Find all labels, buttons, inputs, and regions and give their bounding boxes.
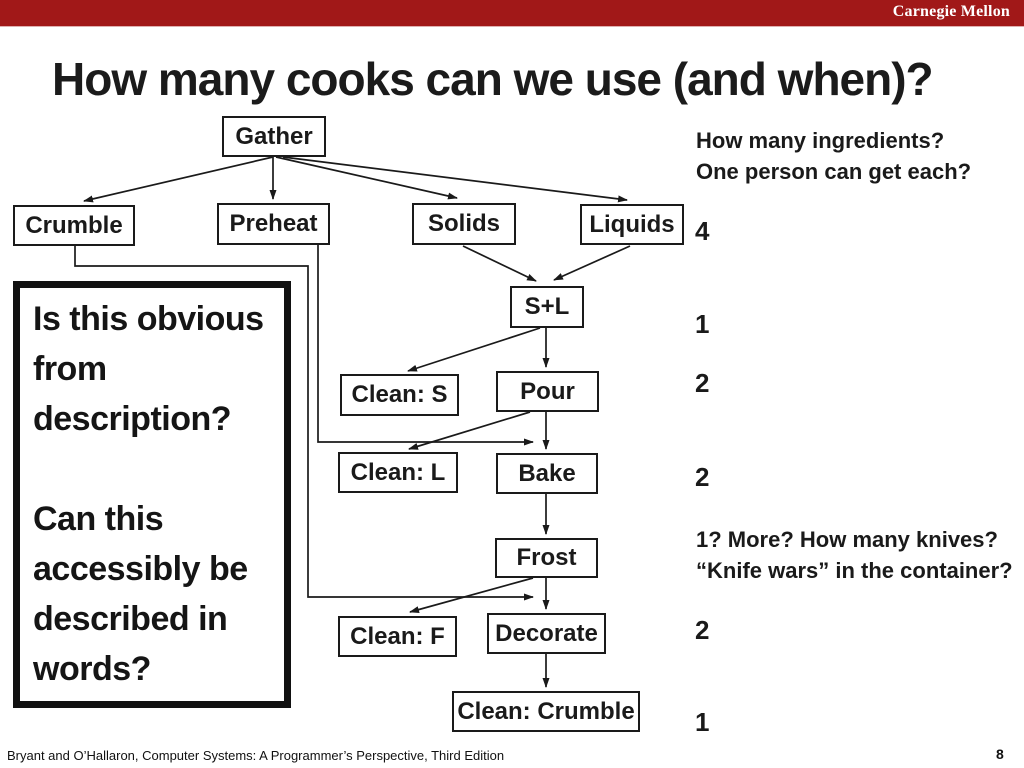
count-s-plus-l: 1 [695,309,710,339]
node-gather: Gather [222,116,326,157]
node-liquids: Liquids [580,204,684,245]
count-ingredients: 4 [695,216,710,246]
edge-pour-clean-l [408,411,531,450]
node-preheat: Preheat [217,203,330,245]
page-title: How many cooks can we use (and when)? [52,53,934,105]
edge-gather-crumble [83,156,274,203]
node-frost: Frost [495,538,598,578]
node-pour: Pour [496,371,599,412]
question-box: Is this obvious from description? Can th… [13,281,291,708]
header-bar [0,0,1024,27]
node-s-plus-l: S+L [510,286,584,328]
brand-logo: Carnegie Mellon [892,3,1010,20]
edge-solids-sl [462,245,537,282]
page-number: 8 [996,746,1004,762]
count-bake-row: 2 [695,462,710,492]
count-clean-crumble-row: 1 [695,707,710,737]
ingredients-note: How many ingredients? One person can get… [696,128,972,184]
node-solids: Solids [412,203,516,245]
node-clean-crumble: Clean: Crumble [452,691,640,732]
node-clean-l: Clean: L [338,452,458,493]
edge-sl-clean-s [407,327,541,372]
edge-liquids-sl [553,245,631,281]
edge-frost-clean-f [409,577,534,613]
node-decorate: Decorate [487,613,606,654]
edge-gather-solids [275,156,458,200]
node-crumble: Crumble [13,205,135,246]
node-bake: Bake [496,453,598,494]
knife-note: 1? More? How many knives? “Knife wars” i… [696,527,1013,583]
node-clean-f: Clean: F [338,616,457,657]
node-clean-s: Clean: S [340,374,459,416]
footer-citation: Bryant and O’Hallaron, Computer Systems:… [7,748,505,763]
count-decorate-row: 2 [695,615,710,645]
edge-gather-liquids [282,156,628,203]
count-pour-row: 2 [695,368,710,398]
